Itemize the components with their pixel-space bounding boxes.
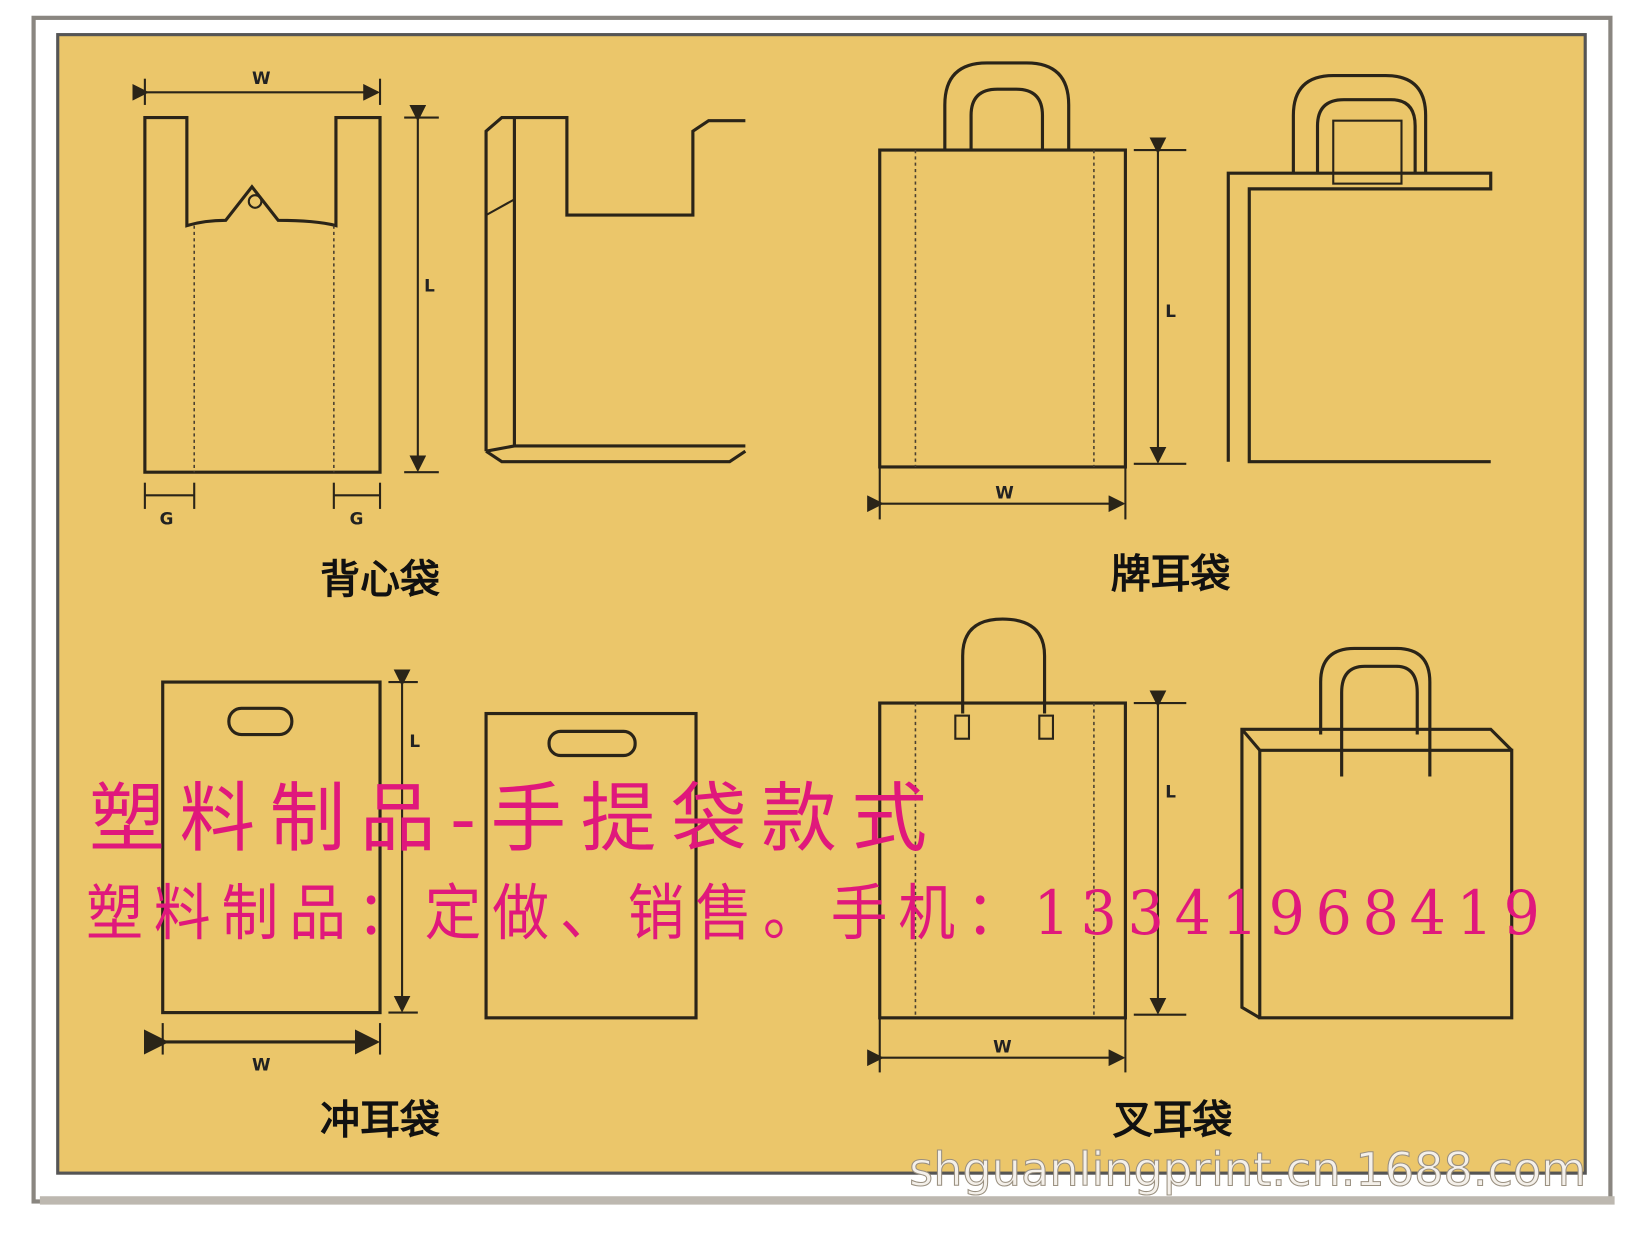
loop-handle-bag-front: L W [867, 617, 1187, 1073]
loop-handle-bag-perspective [1240, 646, 1514, 1020]
tag-handle-bag-front: L W [867, 61, 1187, 520]
die-cut-bag-label: 冲耳袋 [320, 1097, 440, 1143]
length-label: L [409, 731, 420, 751]
tag-handle-bag-label: 牌耳袋 [1111, 552, 1231, 598]
width-label: W [252, 1054, 271, 1074]
vest-bag-label: 背心袋 [320, 557, 440, 603]
width-label: W [995, 482, 1014, 502]
length-label: L [424, 276, 435, 296]
diagram-panel [56, 33, 1587, 1175]
gusset-label: G [350, 509, 364, 529]
watermark: shguanlingprint.cn.1688.com [909, 1143, 1586, 1197]
promo-contact: 塑料制品：定做、销售。手机：13341968419 [86, 878, 1550, 949]
gusset-label: G [160, 509, 174, 529]
length-label: L [1165, 781, 1176, 801]
die-cut-bag-back [484, 711, 698, 1020]
tag-handle-bag-perspective [1226, 73, 1493, 464]
length-label: L [1165, 301, 1176, 321]
promo-title: 塑料制品-手提袋款式 [89, 775, 942, 863]
vest-bag-front: W L G G [132, 68, 439, 529]
width-label: W [993, 1036, 1012, 1056]
loop-handle-bag-label: 叉耳袋 [1113, 1097, 1233, 1143]
width-label: W [252, 68, 271, 88]
die-cut-bag-front: L W [143, 669, 420, 1074]
vest-bag-side [484, 115, 747, 464]
